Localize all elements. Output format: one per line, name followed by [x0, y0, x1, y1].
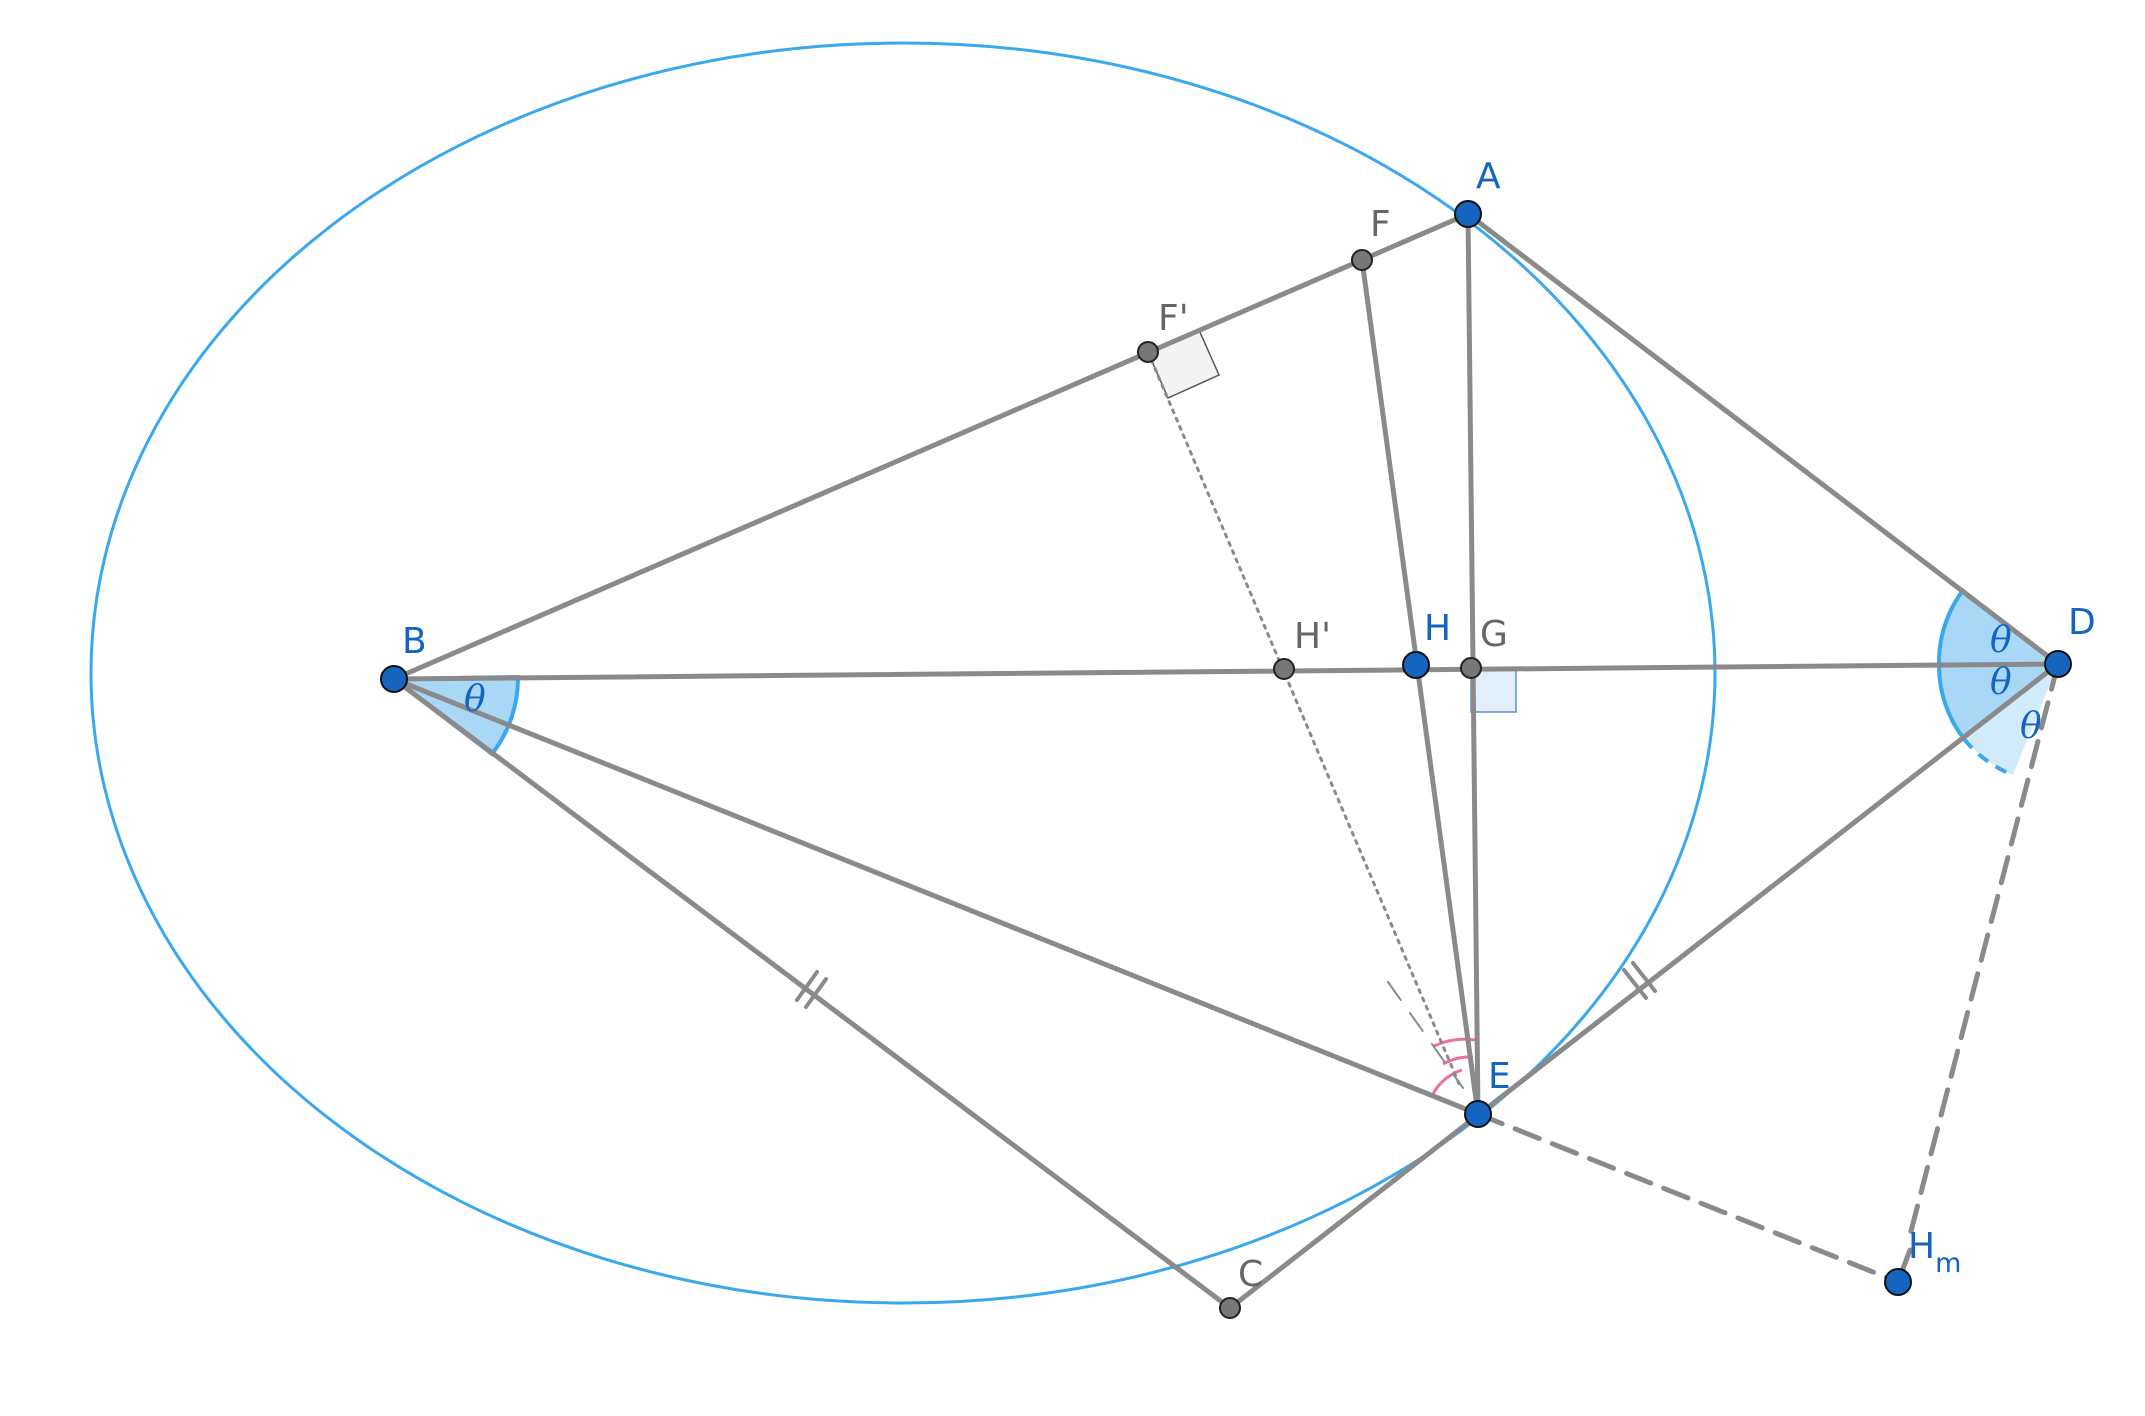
point-f-prime[interactable]: [1137, 341, 1159, 363]
point-hm[interactable]: [1884, 1268, 1912, 1296]
label-f-prime: F': [1158, 298, 1189, 339]
theta-d-3: θ: [2020, 706, 2042, 747]
angle-marks: [388, 329, 2058, 1097]
tick-bc-2: [804, 977, 828, 1009]
theta-d-2: θ: [1990, 662, 2012, 703]
label-b: B: [402, 621, 427, 662]
point-h-prime[interactable]: [1273, 658, 1295, 680]
segment-bd: [391, 661, 2061, 682]
segment-e-extension-dashed: [1387, 981, 1464, 1089]
label-h-prime: H': [1294, 616, 1331, 657]
label-d: D: [2068, 602, 2096, 643]
point-d[interactable]: [2044, 650, 2072, 678]
labels: A F F' B H' H G D E C Hm θ θ θ θ: [402, 156, 2096, 1295]
theta-b: θ: [464, 679, 486, 720]
segment-d-hm-dashed: [1907, 661, 2061, 1238]
label-g: G: [1480, 614, 1508, 655]
points: [380, 200, 2072, 1319]
segment-be: [391, 676, 1481, 1117]
segment-e-hm-dashed: [1475, 1111, 1901, 1285]
point-c[interactable]: [1219, 1297, 1241, 1319]
tick-bc-1: [795, 970, 819, 1002]
label-h: H: [1424, 608, 1451, 649]
tick-cd-2: [1631, 961, 1657, 993]
right-angle-mark-f-prime: [1147, 329, 1220, 399]
segment-fe: [1359, 257, 1481, 1117]
segment-ba: [391, 211, 1471, 682]
segment-ad: [1465, 211, 2061, 667]
segment-f-prime-e-dotted: [1146, 350, 1462, 1088]
label-a: A: [1476, 156, 1501, 197]
angle-e-arc-outer: [1433, 1037, 1477, 1048]
segments: [391, 211, 2061, 1311]
ellipse: [89, 41, 1717, 1305]
theta-d-1: θ: [1990, 620, 2012, 661]
angle-d-arc-dashed: [1962, 737, 2014, 777]
label-hm: Hm: [1908, 1226, 1961, 1279]
label-e: E: [1488, 1056, 1511, 1097]
label-hm-main: H: [1908, 1226, 1935, 1267]
point-a[interactable]: [1454, 200, 1482, 228]
point-g[interactable]: [1460, 657, 1482, 679]
segment-cd: [1227, 661, 2061, 1311]
label-c: C: [1238, 1254, 1263, 1295]
tick-cd-1: [1622, 968, 1648, 1000]
point-e[interactable]: [1464, 1100, 1492, 1128]
segment-bc: [391, 676, 1233, 1311]
point-h[interactable]: [1402, 651, 1430, 679]
label-hm-sub: m: [1935, 1248, 1961, 1279]
point-f[interactable]: [1351, 249, 1373, 271]
point-b[interactable]: [380, 665, 408, 693]
label-f: F: [1370, 204, 1391, 245]
